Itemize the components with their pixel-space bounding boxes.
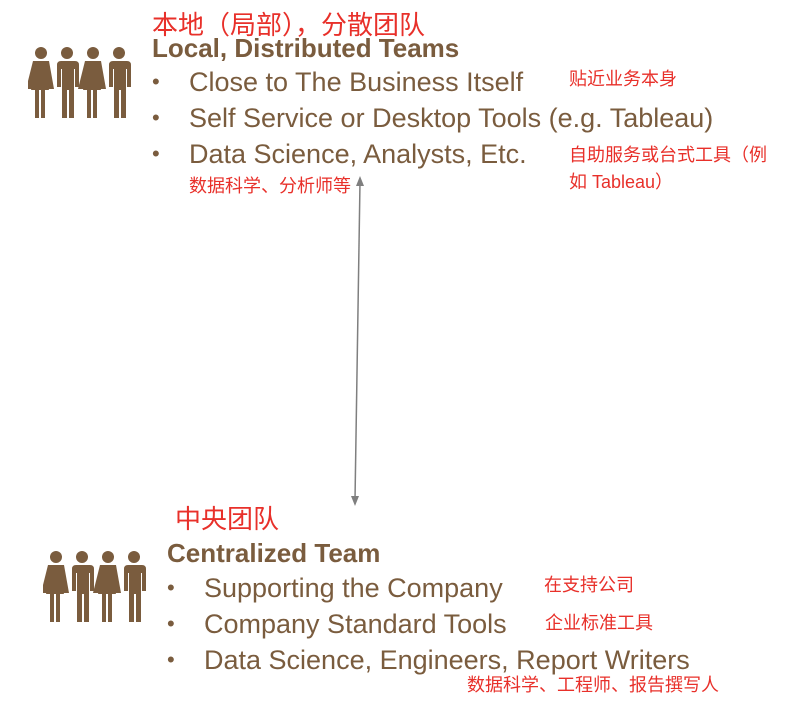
bottom-cn-title: 中央团队: [175, 504, 280, 534]
bottom-bullet-2: Company Standard Tools: [204, 609, 507, 639]
top-bullet-2: Self Service or Desktop Tools (e.g. Tabl…: [189, 103, 714, 133]
bullet-dot: •: [152, 105, 160, 130]
bottom-bullet-1-cn: 在支持公司: [544, 575, 634, 595]
bullet-dot: •: [152, 69, 160, 94]
top-bullet-3: Data Science, Analysts, Etc.: [189, 139, 527, 169]
top-cn-title: 本地（局部），分散团队: [152, 10, 426, 40]
top-bullet-1: Close to The Business Itself: [189, 67, 524, 97]
top-bullet-2-cn-line1: 自助服务或台式工具（例: [569, 145, 767, 165]
bullet-dot: •: [167, 611, 175, 636]
bottom-bullet-3: Data Science, Engineers, Report Writers: [204, 645, 690, 675]
top-bullet-2-cn-line2: 如 Tableau）: [569, 172, 674, 192]
people-group-icon-top: [28, 46, 132, 118]
bottom-en-title: Centralized Team: [167, 538, 381, 568]
bottom-bullet-2-cn: 企业标准工具: [545, 613, 653, 633]
top-bullet-1-cn: 贴近业务本身: [569, 69, 677, 89]
bullet-dot: •: [152, 141, 160, 166]
top-bullet-3-cn: 数据科学、分析师等: [189, 176, 351, 196]
bullet-dot: •: [167, 575, 175, 600]
bottom-bullet-3-cn: 数据科学、工程师、报告撰写人: [467, 675, 719, 695]
bottom-bullet-1: Supporting the Company: [204, 573, 503, 603]
top-en-title: Local, Distributed Teams: [152, 33, 460, 63]
people-group-icon-bottom: [43, 550, 147, 622]
bullet-dot: •: [167, 647, 175, 672]
